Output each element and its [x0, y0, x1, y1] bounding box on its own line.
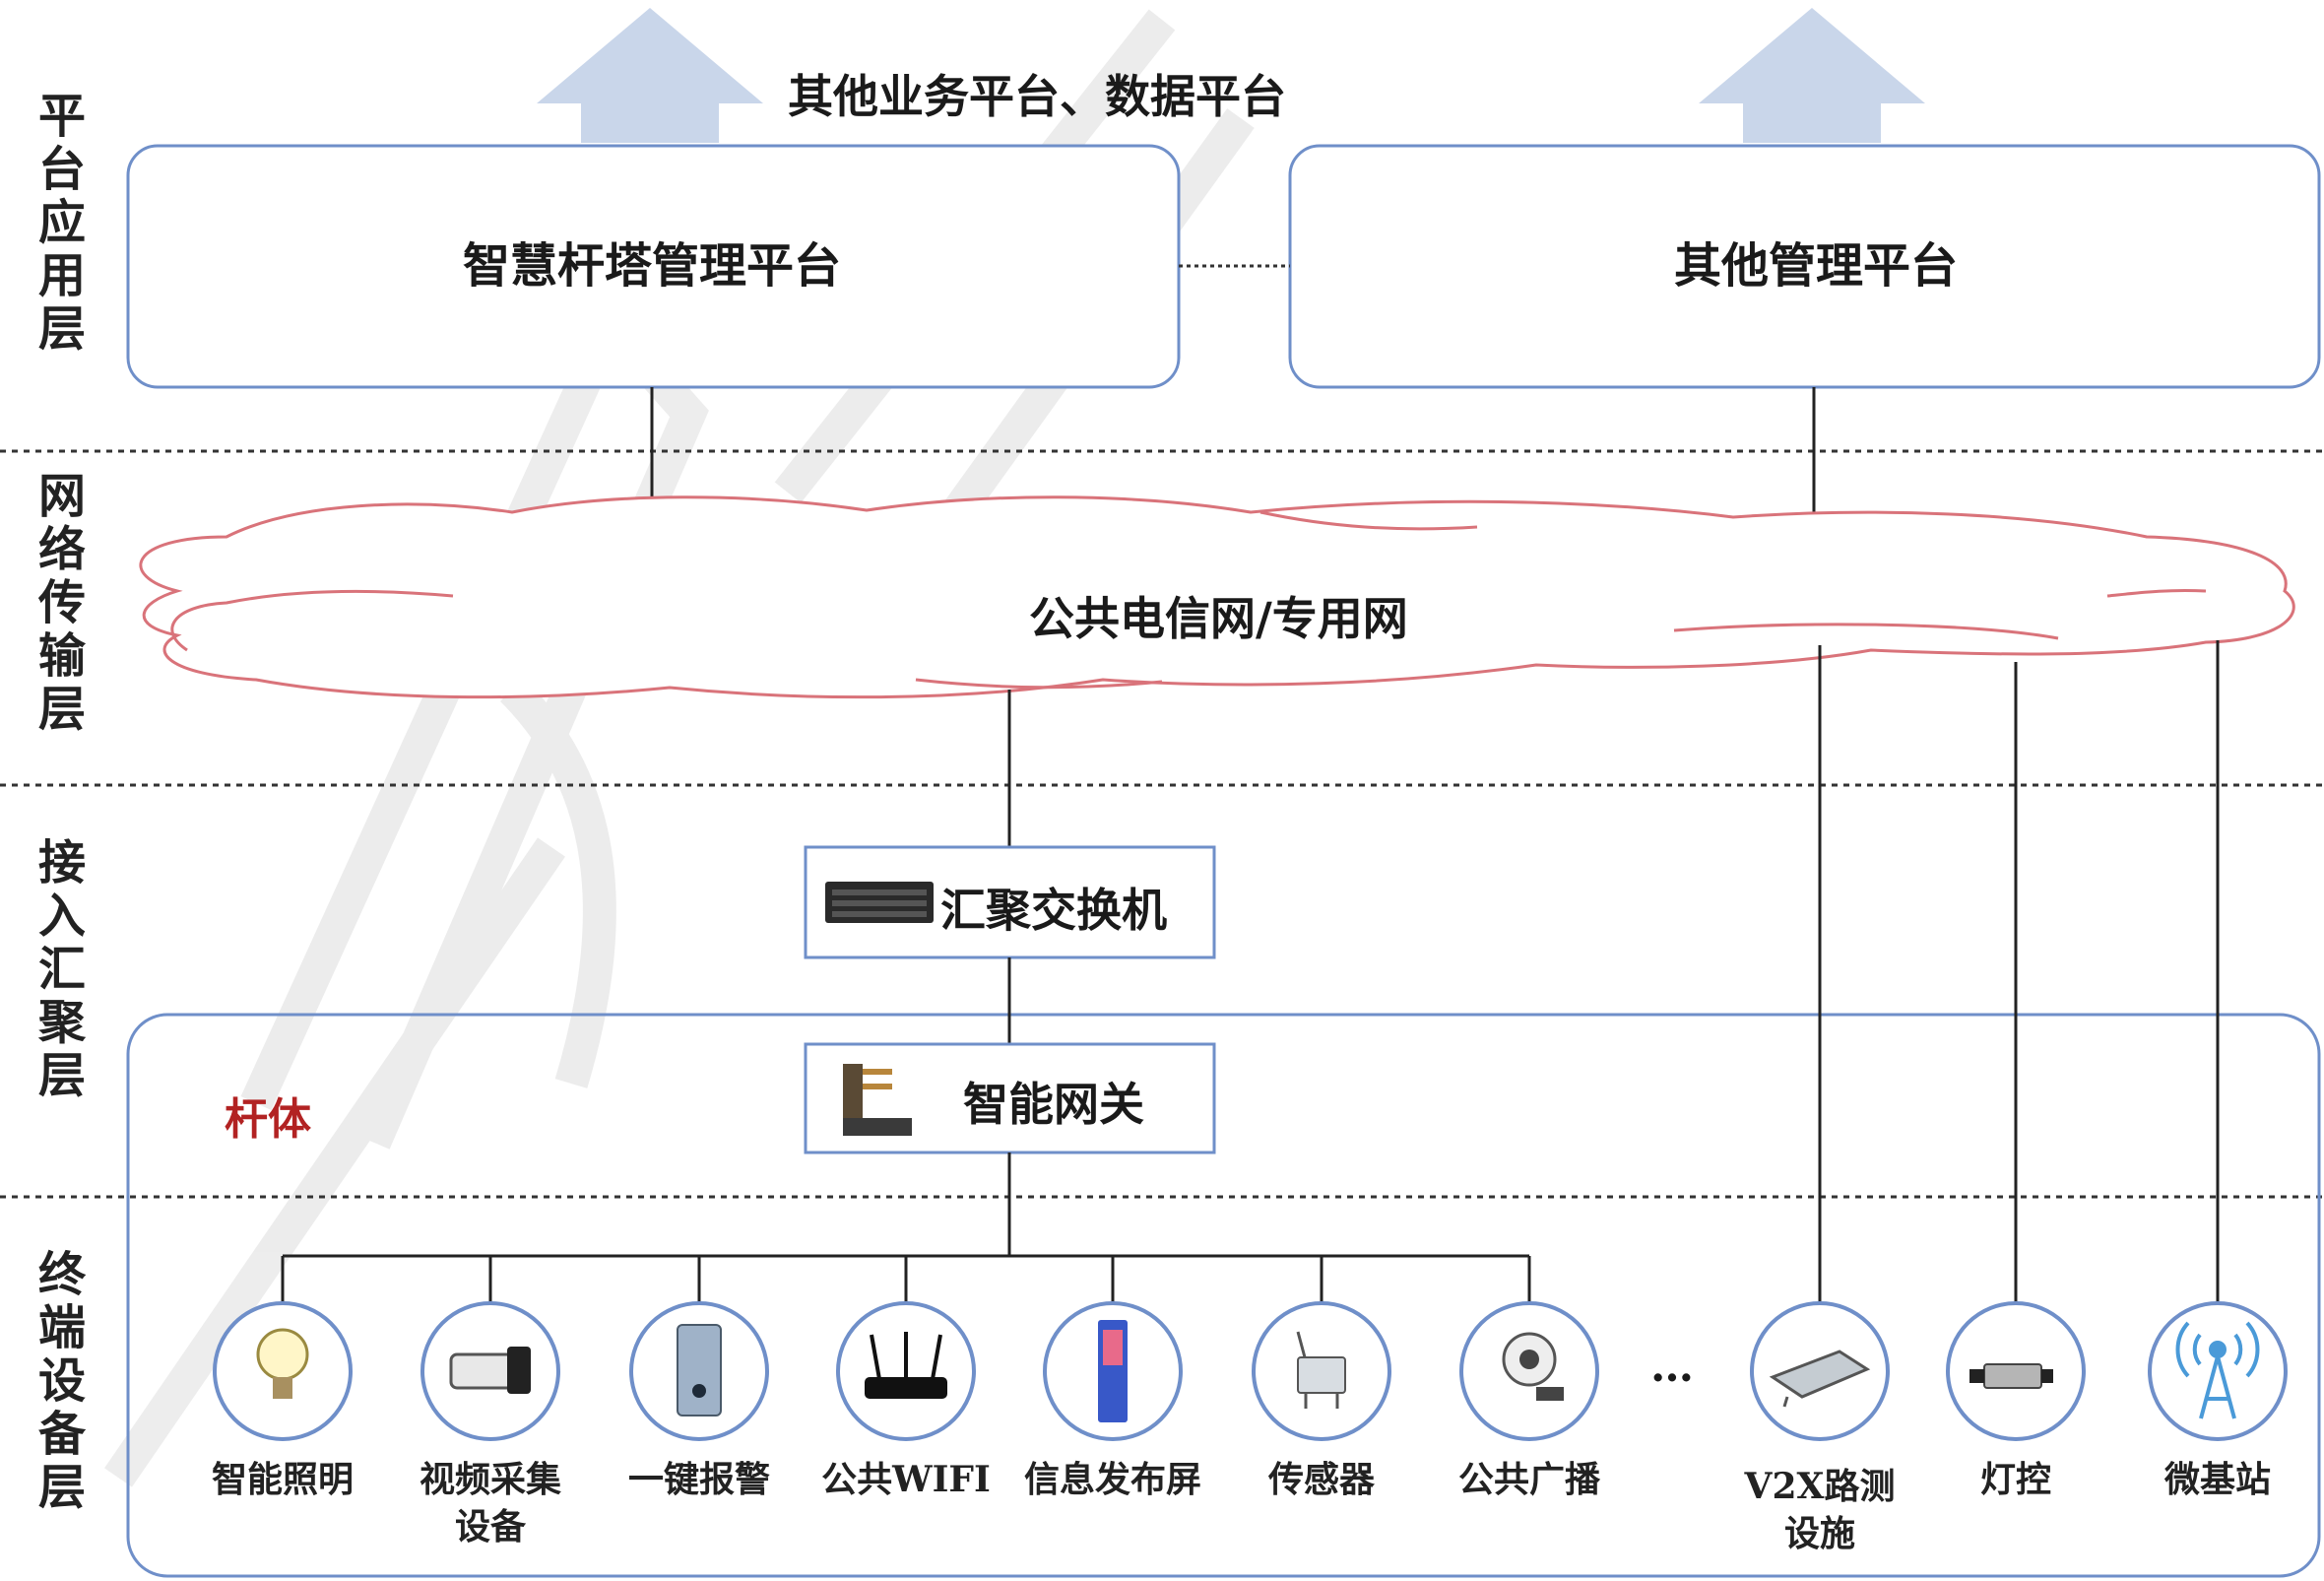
light-controller-icon: [1969, 1363, 2053, 1389]
device-label-v2x: V2X路测 设施: [1744, 1466, 1896, 1554]
device-label-sensor: 传感器: [1267, 1459, 1375, 1500]
layer-label-access: 接入汇聚层: [28, 837, 87, 1103]
layer-label-network-text: 网络传输层: [30, 471, 85, 737]
up-arrow-right: [1699, 8, 1925, 143]
device-label-light-control: 灯控: [1979, 1459, 2051, 1500]
device-label-lighting: 智能照明: [211, 1459, 354, 1500]
wifi-router-icon: [865, 1332, 947, 1399]
speaker-icon: [1502, 1332, 1564, 1401]
device-label-base-station: 微基站: [2163, 1459, 2271, 1500]
camera-icon: [449, 1347, 531, 1394]
alarm-button-icon: [677, 1324, 722, 1416]
switch-icon: [825, 882, 934, 923]
layer-label-terminal: 终端设备层: [28, 1249, 87, 1515]
other-platform-label: 其他管理平台: [1674, 238, 1959, 294]
layer-label-platform: 平台应用层: [28, 91, 87, 357]
device-label-broadcast: 公共广播: [1457, 1459, 1600, 1500]
micro-base-station-icon: [2175, 1321, 2260, 1419]
device-label-video: 视频采集 设备: [419, 1459, 561, 1548]
cloud-device-lines: [1818, 640, 2220, 1303]
top-platforms-label: 其他业务平台、数据平台: [788, 70, 1286, 123]
main-platform-label: 智慧杆塔管理平台: [463, 238, 842, 294]
layer-label-network: 网络传输层: [28, 471, 87, 737]
device-label-wifi: 公共WIFI: [821, 1459, 991, 1500]
layer-label-terminal-text: 终端设备层: [30, 1249, 85, 1515]
gateway-label: 智能网关: [963, 1078, 1144, 1131]
sensor-icon: [1296, 1331, 1346, 1409]
switch-label: 汇聚交换机: [940, 884, 1167, 937]
pole-body-box: [126, 1013, 2321, 1578]
layer-separators: [0, 449, 2324, 1199]
up-arrow-left: [537, 8, 763, 143]
display-screen-icon: [1098, 1320, 1128, 1422]
light-bulb-icon: [256, 1328, 309, 1399]
v2x-unit-icon: [1769, 1350, 1871, 1408]
network-cloud-label: 公共电信网/专用网: [1029, 592, 1408, 645]
layer-label-platform-text: 平台应用层: [30, 91, 85, 357]
layer-label-access-text: 接入汇聚层: [30, 837, 85, 1103]
pole-body-label: 杆体: [225, 1094, 311, 1145]
more-devices-ellipsis: …: [1650, 1342, 1694, 1392]
gateway-icon: [843, 1064, 912, 1136]
device-label-screen: 信息发布屏: [1023, 1459, 1201, 1500]
network-cloud: [139, 495, 2295, 699]
device-drops: [281, 1256, 1531, 1303]
device-label-alarm: 一键报警: [627, 1459, 770, 1500]
